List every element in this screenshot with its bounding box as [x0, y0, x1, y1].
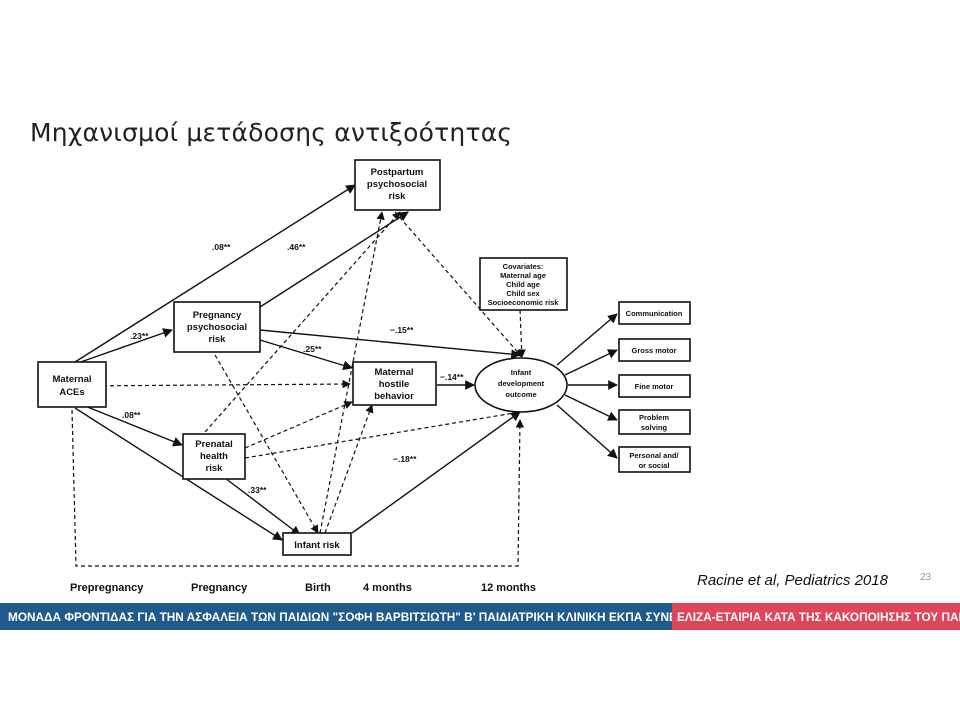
svg-text:Fine motor: Fine motor — [635, 382, 674, 391]
node-pregnancy-risk: Pregnancy psychosocial risk — [173, 301, 261, 353]
page-number: 23 — [920, 572, 932, 583]
solid-paths — [74, 184, 618, 541]
svg-text:risk: risk — [389, 191, 407, 202]
coef-aces-pregnancy: .23** — [130, 331, 149, 341]
timeline-birth: Birth — [305, 582, 331, 594]
edge-pregnancy-postpartum — [259, 211, 409, 308]
node-postpartum-risk: Postpartum psychosocial risk — [354, 159, 441, 211]
node-fine-motor: Fine motor — [618, 374, 691, 398]
edge-prenatal-outcome — [244, 409, 521, 459]
footer-right-text: ΕΛΙΖΑ-ΕΤΑΙΡΙΑ ΚΑΤΑ ΤΗΣ ΚΑΚΟΠΟΙΗΣΗΣ ΤΟΥ Π… — [672, 603, 960, 630]
svg-text:Problem: Problem — [639, 413, 669, 422]
coef-pregnancy-postpartum: .46** — [287, 242, 306, 252]
svg-text:Maternal age: Maternal age — [500, 271, 546, 280]
edge-outcome-gross — [564, 349, 618, 376]
node-problem-solving: Problem solving — [618, 409, 691, 435]
node-covariates: Covariates: Maternal age Child age Child… — [479, 257, 568, 311]
svg-text:psychosocial: psychosocial — [367, 179, 427, 190]
timeline: Prepregnancy Pregnancy Birth 4 months 12… — [70, 582, 536, 594]
timeline-prepregnancy: Prepregnancy — [70, 582, 144, 594]
footer-left-text: ΜΟΝΑΔΑ ΦΡΟΝΤΙΔΑΣ ΓΙΑ ΤΗΝ ΑΣΦΑΛΕΙΑ ΤΩΝ ΠΑ… — [0, 603, 672, 630]
svg-text:development: development — [498, 379, 545, 388]
svg-text:Pregnancy: Pregnancy — [193, 310, 242, 321]
edge-pregnancy-outcome — [259, 329, 521, 360]
svg-text:Covariates:: Covariates: — [503, 262, 544, 271]
edge-aces-hostile — [74, 379, 351, 389]
edge-infant-outcome — [351, 411, 521, 534]
coef-infant-outcome: −.18** — [393, 454, 417, 464]
svg-text:psychosocial: psychosocial — [187, 322, 247, 333]
node-communication: Communication — [618, 301, 691, 325]
edge-aces-outcome-longitudinal — [71, 409, 525, 567]
timeline-4-months: 4 months — [363, 582, 412, 594]
edge-aces-pregnancy — [74, 328, 173, 365]
node-prenatal-health: Prenatal health risk — [182, 433, 246, 480]
footer-banner: ΜΟΝΑΔΑ ΦΡΟΝΤΙΔΑΣ ΓΙΑ ΤΗΝ ΑΣΦΑΛΕΙΑ ΤΩΝ ΠΑ… — [0, 603, 960, 630]
svg-text:Child age: Child age — [506, 280, 540, 289]
svg-text:health: health — [200, 451, 228, 462]
dashed-paths — [71, 211, 526, 567]
svg-text:Maternal: Maternal — [52, 374, 91, 385]
coef-prenatal-infant: .33** — [248, 485, 267, 495]
svg-text:Child sex: Child sex — [506, 289, 540, 298]
node-personal-social: Personal and/ or social — [618, 446, 691, 473]
node-maternal-hostile: Maternal hostile behavior — [352, 361, 437, 406]
node-maternal-aces: Maternal ACEs — [37, 361, 107, 408]
coef-pregnancy-outcome: −.15** — [390, 325, 414, 335]
edge-infant-hostile — [324, 404, 374, 534]
timeline-pregnancy: Pregnancy — [191, 582, 248, 594]
edge-prenatal-infant — [224, 477, 301, 536]
edge-covariates-outcome — [517, 309, 526, 358]
edge-outcome-problem — [564, 394, 618, 421]
node-gross-motor: Gross motor — [618, 338, 691, 362]
coef-aces-postpartum: .08** — [212, 242, 231, 252]
svg-text:Gross motor: Gross motor — [631, 346, 676, 355]
node-infant-outcome: Infant development outcome — [474, 357, 568, 413]
path-coefficients: .08** .46** .23** −.15** .25** −.14** .0… — [122, 242, 464, 495]
path-diagram: .08** .46** .23** −.15** .25** −.14** .0… — [37, 159, 691, 594]
edge-aces-infant — [74, 407, 283, 541]
svg-text:Infant: Infant — [511, 368, 532, 377]
timeline-12-months: 12 months — [481, 582, 536, 594]
coef-pregnancy-hostile: .25** — [303, 344, 322, 354]
svg-text:Infant risk: Infant risk — [294, 540, 340, 551]
svg-text:Postpartum: Postpartum — [371, 167, 424, 178]
edge-outcome-personal — [556, 404, 618, 459]
svg-text:risk: risk — [206, 463, 224, 474]
coef-aces-prenatal: .08** — [122, 410, 141, 420]
edge-pregnancy-hostile — [259, 339, 353, 371]
svg-text:Socioeconomic risk: Socioeconomic risk — [488, 298, 560, 307]
citation: Racine et al, Pediatrics 2018 — [697, 572, 888, 589]
edge-aces-postpartum — [74, 184, 356, 363]
svg-text:hostile: hostile — [379, 379, 410, 390]
coef-hostile-outcome: −.14** — [440, 372, 464, 382]
svg-text:Communication: Communication — [626, 309, 683, 318]
edge-aces-prenatal — [74, 401, 183, 447]
svg-text:or social: or social — [639, 461, 670, 470]
node-infant-risk: Infant risk — [282, 532, 352, 556]
svg-text:solving: solving — [641, 423, 668, 432]
slide-title: Μηχανισμοί μετάδοσης αντιξοότητας — [30, 118, 513, 147]
svg-text:Maternal: Maternal — [374, 367, 413, 378]
svg-text:Personal and/: Personal and/ — [629, 451, 679, 460]
svg-text:behavior: behavior — [374, 391, 414, 402]
svg-text:outcome: outcome — [505, 390, 536, 399]
svg-text:risk: risk — [209, 334, 227, 345]
edge-infant-postpartum — [319, 211, 385, 534]
edge-pregnancy-infant — [214, 354, 319, 534]
svg-text:ACEs: ACEs — [59, 387, 84, 398]
edge-outcome-communication — [556, 313, 618, 366]
svg-text:Prenatal: Prenatal — [195, 439, 233, 450]
edge-prenatal-hostile — [244, 401, 353, 449]
